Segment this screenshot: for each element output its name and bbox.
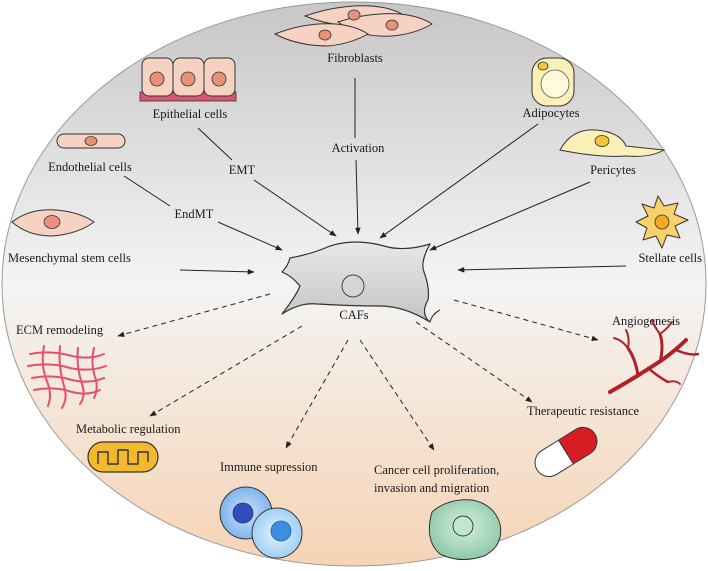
label-activation: Activation (332, 141, 386, 155)
label-fibroblasts: Fibroblasts (327, 51, 383, 65)
label-stellate-cells: Stellate cells (638, 251, 702, 265)
label-epithelial-cells: Epithelial cells (153, 107, 228, 121)
label-angiogenesis: Angiogenesis (612, 314, 680, 328)
label-cancer-cell-line1: Cancer cell proliferation, (374, 463, 499, 477)
immune-cells-icon (219, 486, 303, 559)
label-cafs: CAFs (339, 308, 368, 322)
inbound-arrows (123, 78, 627, 275)
label-therapeutic-resistance: Therapeutic resistance (527, 404, 640, 418)
caf-cell-icon (281, 241, 441, 323)
cancer-cell-icon (428, 499, 502, 560)
mitochondrion-icon (87, 441, 159, 473)
pill-icon (534, 426, 598, 478)
pericyte-icon (559, 129, 666, 157)
label-immune-supression: Immune supression (220, 460, 318, 474)
label-pericytes: Pericytes (590, 163, 636, 177)
epithelial-cells-icon (139, 57, 237, 102)
label-adipocytes: Adipocytes (523, 106, 580, 120)
fibroblast-icon (273, 5, 433, 47)
label-metabolic-regulation: Metabolic regulation (76, 422, 181, 436)
blood-vessel-icon (608, 319, 700, 394)
ecm-mesh-icon (27, 345, 107, 409)
label-mesenchymal-stem-cells: Mesenchymal stem cells (8, 251, 131, 265)
stellate-cell-icon (635, 195, 689, 249)
mesenchymal-stem-cell-icon (11, 209, 95, 237)
outbound-arrows (117, 293, 599, 451)
label-endothelial-cells: Endothelial cells (48, 160, 132, 174)
label-cancer-cell-line2: invasion and migration (374, 481, 490, 495)
adipocyte-icon (531, 57, 575, 107)
endothelial-cell-icon (56, 133, 126, 149)
label-emt: EMT (229, 163, 256, 177)
label-endmt: EndMT (175, 207, 214, 221)
label-ecm-remodeling: ECM remodeling (16, 323, 104, 337)
